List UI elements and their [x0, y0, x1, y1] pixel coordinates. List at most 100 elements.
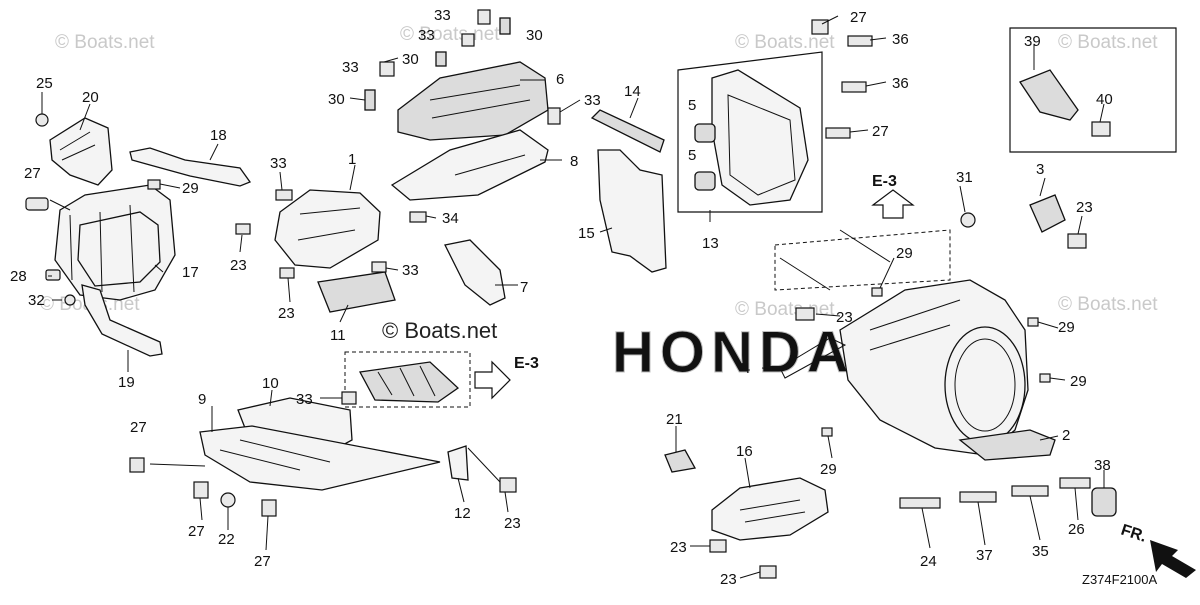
callout-23: 23 — [720, 571, 737, 588]
diagram-code: Z374F2100A — [1082, 572, 1157, 587]
callout-15: 15 — [578, 225, 595, 242]
honda-watermark: HONDA — [612, 320, 855, 385]
watermark: © Boats.net — [55, 32, 155, 53]
callout-19: 19 — [118, 374, 135, 391]
callout-27: 27 — [24, 165, 41, 182]
callout-1: 1 — [348, 151, 356, 168]
part-4-rod — [779, 337, 847, 379]
callout-22: 22 — [218, 531, 235, 548]
callout-11: 11 — [330, 327, 346, 344]
callout-6: 6 — [556, 71, 564, 88]
callout-30: 30 — [402, 51, 419, 68]
callout-29: 29 — [1058, 319, 1075, 336]
callout-30: 30 — [328, 91, 345, 108]
callout-23: 23 — [278, 305, 295, 322]
callout-33: 33 — [418, 27, 435, 44]
top-center-bolts — [379, 9, 561, 125]
top-right-bolts — [811, 19, 873, 139]
callout-30: 30 — [526, 27, 543, 44]
callout-5: 5 — [688, 97, 696, 114]
leader-lines — [41, 15, 1105, 579]
left-bolts — [25, 113, 161, 306]
callout-31: 31 — [956, 169, 973, 186]
callout-37: 37 — [976, 547, 993, 564]
callout-29: 29 — [182, 180, 199, 197]
callout-3: 3 — [1036, 161, 1044, 178]
callout-36: 36 — [892, 75, 909, 92]
part-14-strip — [590, 109, 665, 153]
callout-33: 33 — [296, 391, 313, 408]
part-21-clip — [664, 449, 697, 473]
callout-29: 29 — [896, 245, 913, 262]
callout-33: 33 — [584, 92, 601, 109]
callout-33: 33 — [402, 262, 419, 279]
watermark: © Boats.net — [1058, 32, 1158, 53]
callout-27: 27 — [850, 9, 867, 26]
part-20-cover — [49, 117, 113, 186]
callout-12: 12 — [454, 505, 471, 522]
callout-35: 35 — [1032, 543, 1049, 560]
part-15-plate — [597, 149, 667, 273]
right-bolts — [709, 212, 1117, 579]
callout-36: 36 — [892, 31, 909, 48]
center-left-bolts — [235, 189, 427, 279]
front-arrow — [1150, 540, 1196, 578]
part-8-plate — [390, 129, 549, 201]
part-19-strip — [81, 284, 163, 357]
part-13-group — [677, 51, 823, 213]
part-11-plate — [317, 271, 396, 313]
part-17-bracket — [54, 184, 176, 301]
watermark: © Boats.net — [1058, 294, 1158, 315]
callout-20: 20 — [82, 89, 99, 106]
callout-39: 39 — [1024, 33, 1041, 50]
part-3-bracket — [1029, 194, 1066, 233]
part-39-group — [1009, 27, 1177, 153]
callout-33: 33 — [434, 7, 451, 24]
callout-2: 2 — [1062, 427, 1070, 444]
callout-21: 21 — [666, 411, 683, 428]
part-18-strip — [129, 147, 252, 187]
watermark: © Boats.net — [735, 32, 835, 53]
callout-23: 23 — [504, 515, 521, 532]
callout-27: 27 — [254, 553, 271, 570]
callout-18: 18 — [210, 127, 227, 144]
callout-27: 27 — [872, 123, 889, 140]
part-9-plate — [199, 425, 441, 491]
callout-25: 25 — [36, 75, 53, 92]
callout-14: 14 — [624, 83, 641, 100]
callout-5: 5 — [688, 147, 696, 164]
part-2-housing — [839, 279, 1056, 461]
callout-28: 28 — [10, 268, 27, 285]
callout-numbers: 25 20 27 18 29 17 28 32 19 33 1 23 23 11… — [10, 7, 1113, 588]
part-12-bracket — [447, 445, 469, 481]
callout-13: 13 — [702, 235, 719, 252]
watermark: © Boats.net — [400, 24, 500, 45]
e3-label-lower: E-3 — [514, 355, 539, 372]
callout-32: 32 — [28, 292, 45, 309]
callout-33: 33 — [270, 155, 287, 172]
callout-40: 40 — [1096, 91, 1113, 108]
front-label: FR. — [1119, 522, 1149, 546]
callout-24: 24 — [920, 553, 937, 570]
callout-17: 17 — [182, 264, 199, 281]
callout-29: 29 — [1070, 373, 1087, 390]
callout-7: 7 — [520, 279, 528, 296]
callout-23: 23 — [230, 257, 247, 274]
center-watermark: © Boats.net — [382, 318, 497, 343]
callout-38: 38 — [1094, 457, 1111, 474]
e3-upper-group — [774, 189, 951, 291]
callout-29: 29 — [820, 461, 837, 478]
callout-9: 9 — [198, 391, 206, 408]
part-30-clips — [364, 17, 511, 111]
watermark: © Boats.net — [735, 299, 835, 320]
callout-16: 16 — [736, 443, 753, 460]
callout-27: 27 — [130, 419, 147, 436]
callout-27: 27 — [188, 523, 205, 540]
part-6-cover — [397, 61, 549, 141]
part-7-bracket — [444, 239, 506, 306]
callout-34: 34 — [442, 210, 459, 227]
callout-23: 23 — [1076, 199, 1093, 216]
callout-4: 4 — [742, 360, 750, 377]
